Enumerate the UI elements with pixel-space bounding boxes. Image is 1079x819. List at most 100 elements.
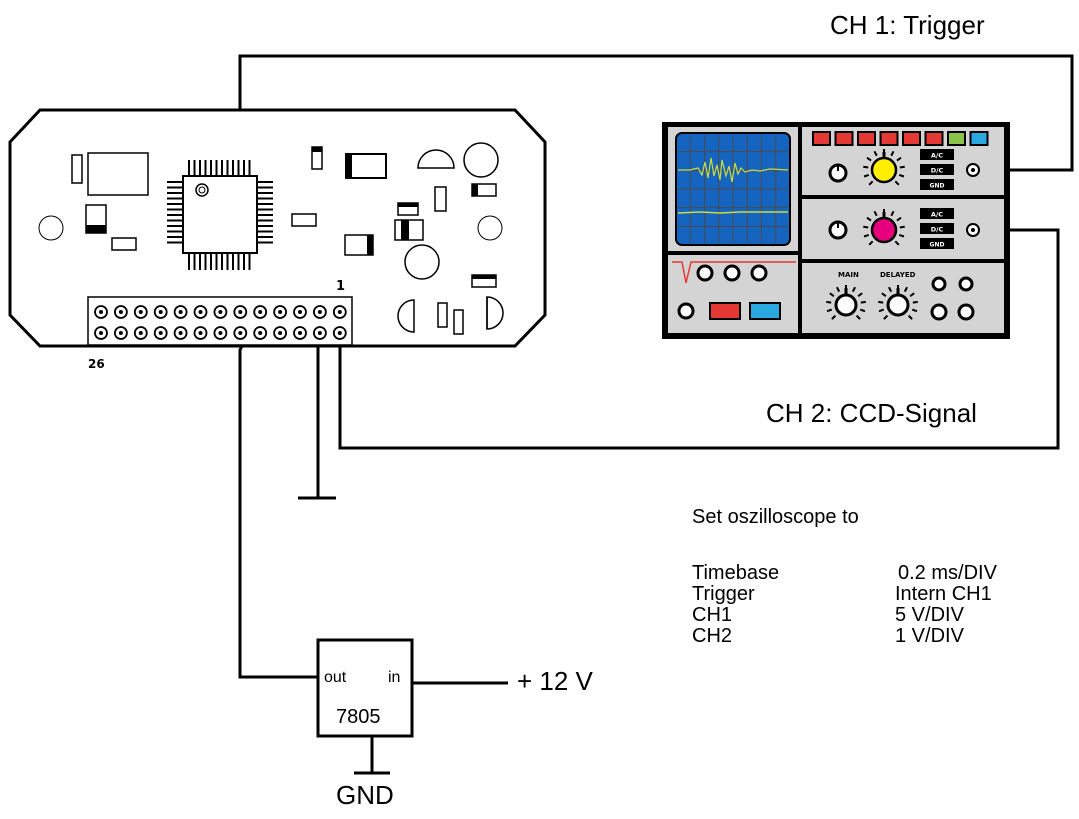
dial-tick — [883, 314, 889, 320]
oscilloscope: A/C D/C GND A/C D/C GND MAIN DELAYED — [662, 122, 1010, 339]
voltage-regulator-7805 — [316, 638, 414, 738]
dial-tick — [894, 240, 900, 246]
header-pin-center — [158, 310, 163, 314]
component-cap-3 — [437, 302, 448, 328]
header-pin-center — [99, 310, 103, 314]
dial-tick — [859, 308, 866, 313]
ch1-gnd-label: GND — [930, 183, 945, 190]
focus-knob — [723, 264, 741, 282]
header-pin-center — [337, 310, 342, 314]
blue-button[interactable] — [749, 302, 781, 320]
regulator-out-label: out — [324, 669, 347, 686]
ch1-volts-dial-ticks — [863, 149, 905, 186]
dial-tick — [829, 292, 835, 297]
delayed-timebase-knob — [886, 293, 910, 317]
component-electrolytic-1 — [417, 149, 455, 169]
header-pin-center — [317, 331, 322, 335]
panel-button[interactable] — [924, 131, 944, 146]
trace-rotation-knob — [750, 264, 768, 282]
settings-value-ch1: 5 V/DIV — [895, 604, 964, 626]
screen-grid — [678, 135, 788, 243]
header-pin-center — [198, 331, 203, 335]
plus-12v-label: + 12 V — [517, 666, 593, 696]
dial-tick — [878, 308, 885, 313]
panel-button[interactable] — [857, 131, 876, 146]
panel-button[interactable] — [902, 131, 921, 146]
trigger-knob-2 — [930, 303, 948, 321]
panel-button[interactable] — [879, 131, 899, 146]
component-tantalum-1-band — [346, 154, 352, 178]
dial-tick — [866, 216, 872, 222]
dial-tick — [868, 180, 874, 186]
delayed-timebase-dial-ticks — [878, 285, 918, 320]
component-tantalum-2-band — [367, 235, 373, 255]
dial-tick — [911, 308, 918, 313]
panel-button[interactable] — [834, 131, 854, 146]
ch1-dc-label: D/C — [931, 167, 944, 175]
trace-ch1 — [678, 157, 789, 183]
ch1-dc-button[interactable] — [920, 164, 954, 175]
settings-key-trigger: Trigger — [692, 583, 755, 605]
dial-tick — [873, 150, 878, 157]
ch2-dc-button[interactable] — [920, 223, 954, 234]
panel-button[interactable] — [969, 131, 989, 146]
dial-tick — [903, 286, 908, 293]
regulator-part-label: 7805 — [336, 706, 381, 728]
ch1-gnd-button[interactable] — [920, 179, 954, 190]
main-timebase-dial-ticks — [826, 285, 866, 320]
header-pin-center — [218, 331, 223, 335]
component-diode-band — [86, 225, 106, 233]
ch1-ac-button[interactable] — [920, 149, 954, 160]
panel-button[interactable] — [947, 131, 966, 146]
settings-value-timebase: 0.2 ms/DIV — [898, 562, 997, 584]
dial-tick — [873, 210, 878, 217]
dial-tick — [826, 300, 832, 304]
ch2-ccd-signal-label: CH 2: CCD-Signal — [766, 398, 977, 428]
wire-ch2-ccd-signal — [338, 228, 1060, 450]
dial-tick — [831, 314, 837, 320]
pin-26-label: 26 — [88, 357, 105, 371]
component-diode-2-band — [401, 220, 409, 240]
header-pin-center — [118, 331, 123, 335]
main-label: MAIN — [838, 271, 859, 279]
component-cap-4 — [453, 309, 464, 335]
dial-tick — [857, 292, 863, 297]
level-knob — [957, 303, 975, 321]
header-pin-center — [317, 310, 322, 314]
trace-ch2 — [677, 211, 788, 214]
header-pin-center — [258, 310, 263, 314]
component-resistor-2-band — [472, 184, 478, 196]
header-pin-center — [258, 331, 263, 335]
dial-tick — [863, 173, 870, 178]
component-small-cap — [71, 154, 83, 184]
ch2-volts-dial-ticks — [863, 209, 905, 246]
dial-tick — [836, 286, 841, 293]
ch2-ac-button[interactable] — [920, 208, 954, 219]
dial-tick — [863, 233, 870, 238]
red-button[interactable] — [709, 302, 741, 320]
dial-tick — [899, 225, 905, 229]
ch1-ac-label: A/C — [931, 152, 943, 160]
dial-tick — [881, 292, 887, 297]
ch1-trigger-label: CH 1: Trigger — [830, 10, 985, 40]
dial-tick — [863, 225, 869, 229]
ch2-gnd-button[interactable] — [920, 238, 954, 249]
header-pin-center — [238, 310, 243, 314]
header-pin-center — [298, 331, 302, 335]
header-pin-center — [278, 331, 283, 335]
header-pin-center — [337, 331, 342, 335]
horizontal-position-knob — [677, 302, 695, 320]
dial-tick — [907, 314, 913, 320]
dial-tick — [826, 308, 833, 313]
ic-chip — [167, 160, 273, 270]
panel-button[interactable] — [812, 131, 831, 146]
dial-tick — [868, 240, 874, 246]
dial-tick — [896, 156, 902, 162]
regulator-in-label: in — [388, 669, 401, 686]
dial-tick — [860, 300, 866, 304]
ch1-volts-knob — [870, 156, 898, 184]
settings-key-ch1: CH1 — [692, 604, 733, 626]
dial-tick — [909, 292, 915, 297]
header-pin-center — [178, 331, 183, 335]
